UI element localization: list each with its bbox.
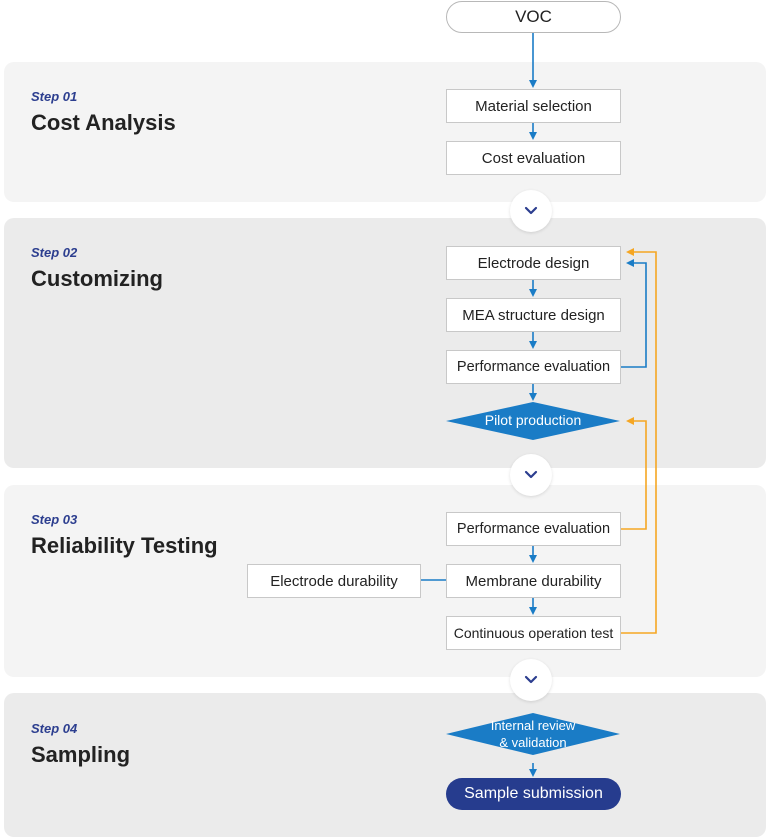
step-01-title: Cost Analysis: [31, 110, 176, 135]
material-selection-box: Material selection: [446, 89, 621, 123]
sample-submission-node: Sample submission: [446, 778, 621, 810]
pilot-production-diamond: [446, 402, 620, 440]
chevron-down-icon: [524, 206, 538, 215]
step-01-panel: [4, 62, 766, 202]
step-02-panel: [4, 218, 766, 468]
membrane-durability-box: Membrane durability: [446, 564, 621, 598]
internal-review-line2: & validation: [499, 735, 567, 750]
step-02-label: Step 02: [31, 245, 78, 260]
step-transition-2: [510, 454, 552, 496]
step-04-title: Sampling: [31, 742, 131, 767]
continuous-operation-test-box: Continuous operation test: [446, 616, 621, 650]
pilot-production-label: Pilot production: [484, 412, 582, 428]
internal-review-diamond: [446, 713, 620, 755]
voc-start-node: VOC: [446, 1, 621, 33]
feedback-blue-loop: [621, 259, 647, 368]
feedback-orange-to-pilot: [621, 417, 647, 530]
chevron-down-icon: [524, 675, 538, 684]
performance-evaluation-box-2: Performance evaluation: [446, 512, 621, 546]
step-01-label: Step 01: [31, 89, 78, 104]
step-03-title: Reliability Testing: [31, 533, 218, 558]
electrode-design-box: Electrode design: [446, 246, 621, 280]
step-transition-3: [510, 659, 552, 701]
electrode-durability-box: Electrode durability: [247, 564, 421, 598]
feedback-orange-to-electrode: [621, 248, 657, 634]
step-transition-1: [510, 190, 552, 232]
cost-evaluation-box: Cost evaluation: [446, 141, 621, 175]
performance-evaluation-box: Performance evaluation: [446, 350, 621, 384]
step-04-panel: [4, 693, 766, 837]
step-04-label: Step 04: [31, 721, 78, 736]
internal-review-line1: Internal review: [490, 718, 576, 733]
step-03-label: Step 03: [31, 512, 78, 527]
chevron-down-icon: [524, 470, 538, 479]
internal-review-label: Internal review & validation: [446, 717, 620, 751]
step-02-title: Customizing: [31, 266, 163, 291]
mea-structure-design-box: MEA structure design: [446, 298, 621, 332]
